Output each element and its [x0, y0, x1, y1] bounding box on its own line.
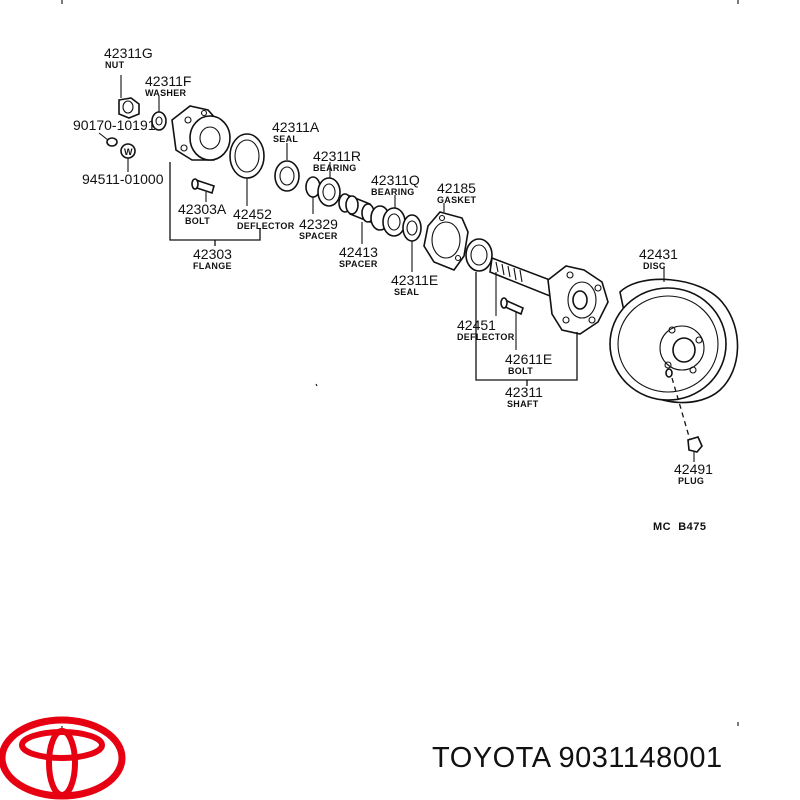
plug-drawing	[671, 377, 703, 453]
label-42311F-name: WASHER	[145, 88, 187, 98]
flange-bolt-drawing	[191, 178, 215, 195]
label-42413-name: SPACER	[339, 259, 378, 269]
seal-drawing	[274, 160, 300, 192]
label-42611E-number: 42611E	[505, 351, 552, 367]
label-42311G-number: 42311G	[104, 45, 153, 61]
logo-horizontal-ring	[19, 729, 105, 761]
label-42311-number: 42311	[505, 384, 543, 400]
diagram-reference-code: MC B475	[653, 521, 707, 533]
footer-part-title: TOYOTA 9031148001	[432, 742, 723, 774]
inner-seal-drawing	[402, 214, 422, 242]
registration-marks	[61, 0, 739, 730]
leader-lines	[158, 96, 695, 462]
brake-disc-drawing	[609, 266, 739, 404]
label-42491-number: 42491	[674, 461, 713, 477]
label-42311E-number: 42311E	[391, 272, 438, 288]
axle-shaft-drawing	[489, 256, 609, 335]
label-42311E-name: SEAL	[394, 287, 419, 297]
flange-bracket	[169, 162, 261, 246]
shaft-deflector-drawing	[465, 238, 493, 272]
gasket-drawing	[423, 203, 469, 271]
label-42311R-name: BEARING	[313, 163, 357, 173]
label-42452-name: DEFLECTOR	[237, 221, 295, 231]
deflector-drawing	[229, 133, 265, 179]
label-42311G-name: NUT	[105, 60, 125, 70]
label-42185-name: GASKET	[437, 195, 477, 205]
label-42451-number: 42451	[457, 317, 496, 333]
flange-drawing	[171, 105, 231, 161]
logo-vertical-ring	[46, 728, 78, 798]
label-42311-name: SHAFT	[507, 399, 539, 409]
label-42491-name: PLUG	[678, 476, 704, 486]
label-42311F-number: 42311F	[145, 73, 191, 89]
shaft-bracket	[475, 272, 578, 386]
label-94511-number: 94511-01000	[82, 171, 164, 187]
label-42303A-name: BOLT	[185, 216, 210, 226]
label-42431-number: 42431	[639, 246, 678, 262]
toyota-logo	[0, 716, 126, 800]
label-42451-name: DEFLECTOR	[457, 332, 515, 342]
label-42329-name: SPACER	[299, 231, 338, 241]
label-42311R-number: 42311R	[313, 148, 361, 164]
label-42431-name: DISC	[643, 261, 666, 271]
label-42311A-name: SEAL	[273, 134, 298, 144]
label-42303-number: 42303	[193, 246, 232, 262]
label-42611E-name: BOLT	[508, 366, 533, 376]
washer-w-mark: W	[124, 147, 133, 157]
label-42185-number: 42185	[437, 180, 476, 196]
washer-w-drawing: W	[120, 143, 136, 172]
nut-drawing	[118, 75, 140, 119]
washer-drawing	[151, 111, 167, 131]
label-42303-name: FLANGE	[193, 261, 232, 271]
hub-bolt-drawing	[500, 297, 524, 316]
inner-bearing-drawing	[370, 195, 406, 237]
label-42452-number: 42452	[233, 206, 272, 222]
label-90170-number: 90170-10191	[73, 117, 156, 133]
small-bolt-drawing	[98, 132, 118, 147]
label-42311Q-name: BEARING	[371, 187, 415, 197]
label-42413-number: 42413	[339, 244, 378, 260]
spacer-long-drawing	[345, 194, 375, 224]
label-42311A-number: 42311A	[272, 119, 320, 135]
label-42311Q-number: 42311Q	[371, 172, 420, 188]
label-42329-number: 42329	[299, 216, 338, 232]
label-42303A-number: 42303A	[178, 201, 227, 217]
